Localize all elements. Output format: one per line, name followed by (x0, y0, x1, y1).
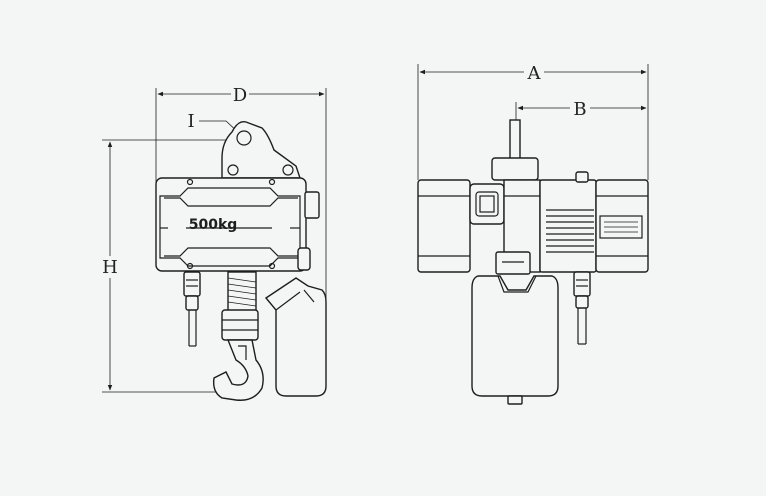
side-view: D H I 500kg (100, 84, 327, 401)
capacity-label: 500kg (189, 217, 238, 233)
dimension-d-label: D (233, 85, 247, 106)
front-view: A B (417, 62, 649, 405)
dimension-a-label: A (527, 63, 542, 84)
dimension-b-label: B (573, 99, 586, 120)
motor-fins (546, 209, 594, 253)
dimension-i-label: I (187, 111, 194, 132)
dimension-h-label: H (102, 257, 118, 278)
